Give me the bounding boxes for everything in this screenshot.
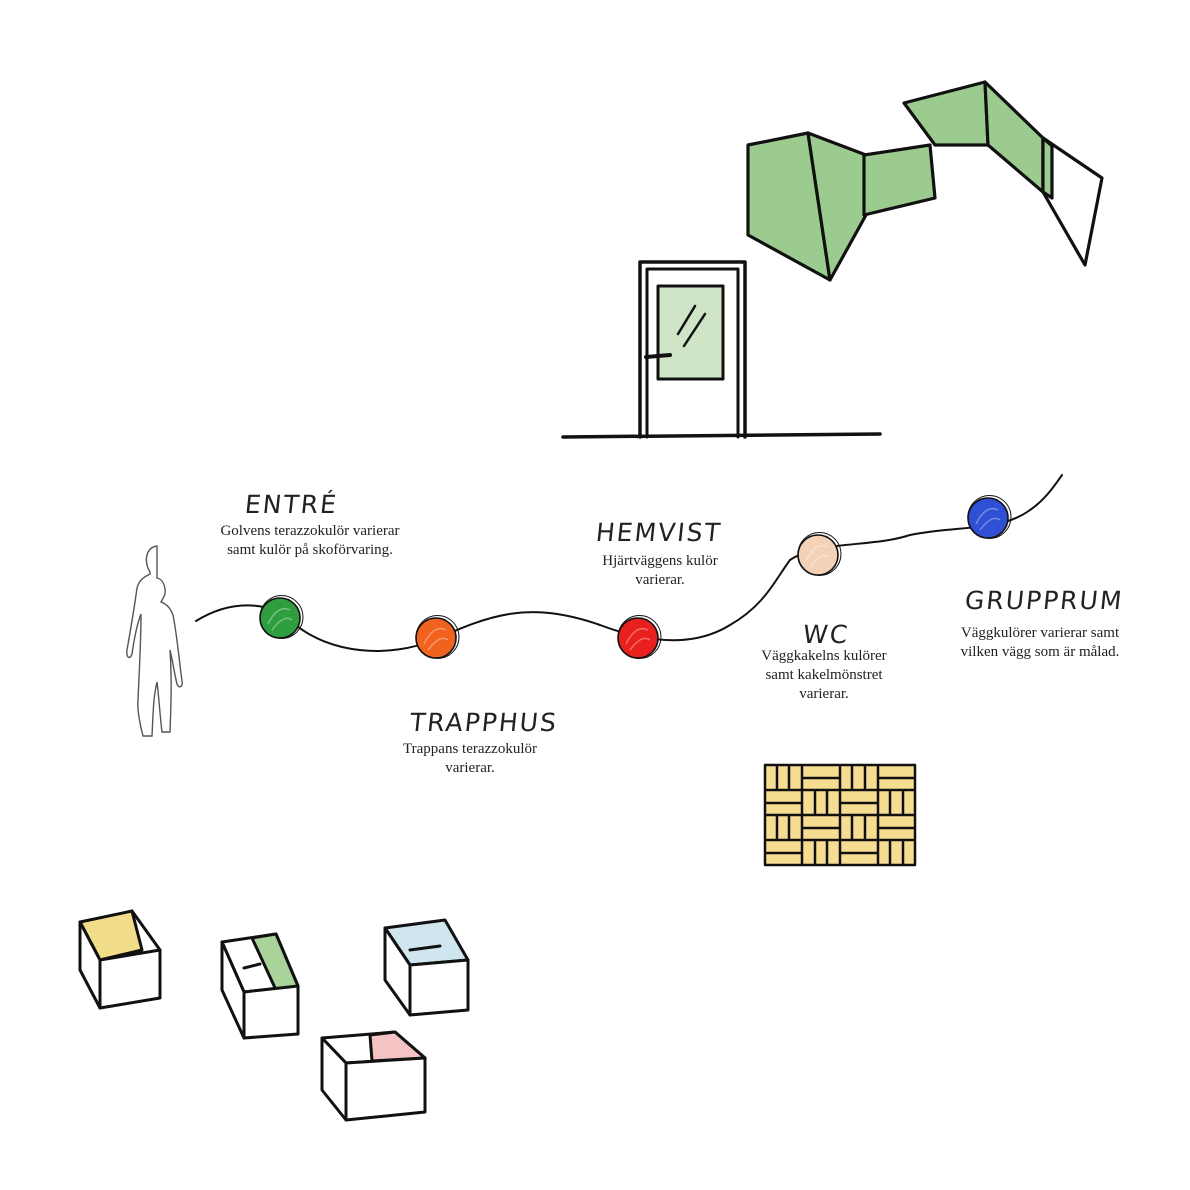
desc-wc: Väggkakelns kulörer samt kakelmönstret v… <box>724 647 924 704</box>
heading-hemvist: HEMVIST <box>594 518 724 547</box>
wall-panel-3 <box>862 143 937 217</box>
box-green-rim <box>242 962 262 970</box>
box-pink-inner <box>368 1030 427 1063</box>
desc-hemvist: Hjärtväggens kulör varierar. <box>560 552 760 590</box>
door-sketch <box>561 260 882 439</box>
station-marker-hemvist <box>617 615 662 659</box>
folded-wall-sketch <box>746 80 1104 282</box>
door-frame <box>638 260 747 439</box>
heading-entre: ENTRÉ <box>243 490 340 519</box>
station-dot-hatch-hemvist <box>625 627 651 651</box>
heading-wc: WC <box>801 620 851 649</box>
desc-entre-line: samt kulör på skoförvaring. <box>227 542 393 558</box>
desc-grupprum: Väggkulörer varierar samt vilken vägg so… <box>935 624 1145 662</box>
wall-panel-5 <box>983 80 1045 194</box>
box-yellow-side <box>98 948 162 1010</box>
desc-trapphus: Trappans terazzokulör varierar. <box>370 740 570 778</box>
station-dot-outline-hemvist <box>617 615 662 659</box>
box-blue-side <box>408 958 470 1017</box>
wall-panel-6-edge <box>1041 136 1054 200</box>
door-leaf <box>645 267 740 439</box>
door-window <box>656 284 725 381</box>
storage-boxes <box>78 909 470 1122</box>
heading-trapphus: TRAPPHUS <box>408 708 560 737</box>
journey-path <box>195 474 1063 652</box>
storage-box-yellow <box>78 909 162 1010</box>
desc-entre-line: Golvens terazzokulör varierar <box>220 523 400 539</box>
storage-box-blue <box>383 918 470 1017</box>
desc-hemvist-line: Hjärtväggens kulör <box>602 553 718 569</box>
station-dot-hatch-entre <box>267 607 293 631</box>
storage-box-green <box>220 932 300 1040</box>
tile-pattern <box>763 763 917 867</box>
station-dot-outline-grupprum <box>967 495 1012 539</box>
station-dot-outline-entre <box>259 595 304 639</box>
box-yellow-rim <box>130 909 162 952</box>
desc-trapphus-line: varierar. <box>445 760 495 776</box>
desc-grupprum-line: vilken vägg som är målad. <box>960 644 1120 660</box>
station-markers <box>259 495 1012 659</box>
station-dot-outline-wc <box>797 532 842 576</box>
desc-wc-line: samt kakelmönstret <box>765 667 883 683</box>
station-marker-wc <box>797 532 842 576</box>
box-blue-rim <box>408 944 442 952</box>
station-marker-trapphus <box>415 615 460 659</box>
heading-grupprum: GRUPPRUM <box>963 586 1125 615</box>
desc-wc-line: Väggkakelns kulörer <box>761 648 887 664</box>
door-handle <box>644 353 672 359</box>
station-marker-entre <box>259 595 304 639</box>
storage-box-pink <box>320 1030 427 1122</box>
floor-line <box>561 432 882 439</box>
door-glint-2 <box>682 312 707 348</box>
desc-trapphus-line: Trappans terazzokulör <box>403 741 537 757</box>
station-dot-outline-trapphus <box>415 615 460 659</box>
station-dot-hatch-wc <box>805 544 831 568</box>
station-marker-grupprum <box>967 495 1012 539</box>
wall-panel-4 <box>902 80 990 147</box>
person-figure <box>126 545 183 737</box>
station-dot-hatch-trapphus <box>423 627 449 651</box>
door-glint-1 <box>676 304 697 336</box>
station-dot-hatch-grupprum <box>975 507 1001 531</box>
box-green-side <box>242 984 300 1040</box>
desc-wc-line: varierar. <box>799 686 849 702</box>
desc-grupprum-line: Väggkulörer varierar samt <box>960 625 1120 641</box>
box-pink-side <box>344 1056 427 1122</box>
desc-hemvist-line: varierar. <box>635 572 685 588</box>
desc-entre: Golvens terazzokulör varierar samt kulör… <box>200 522 420 560</box>
